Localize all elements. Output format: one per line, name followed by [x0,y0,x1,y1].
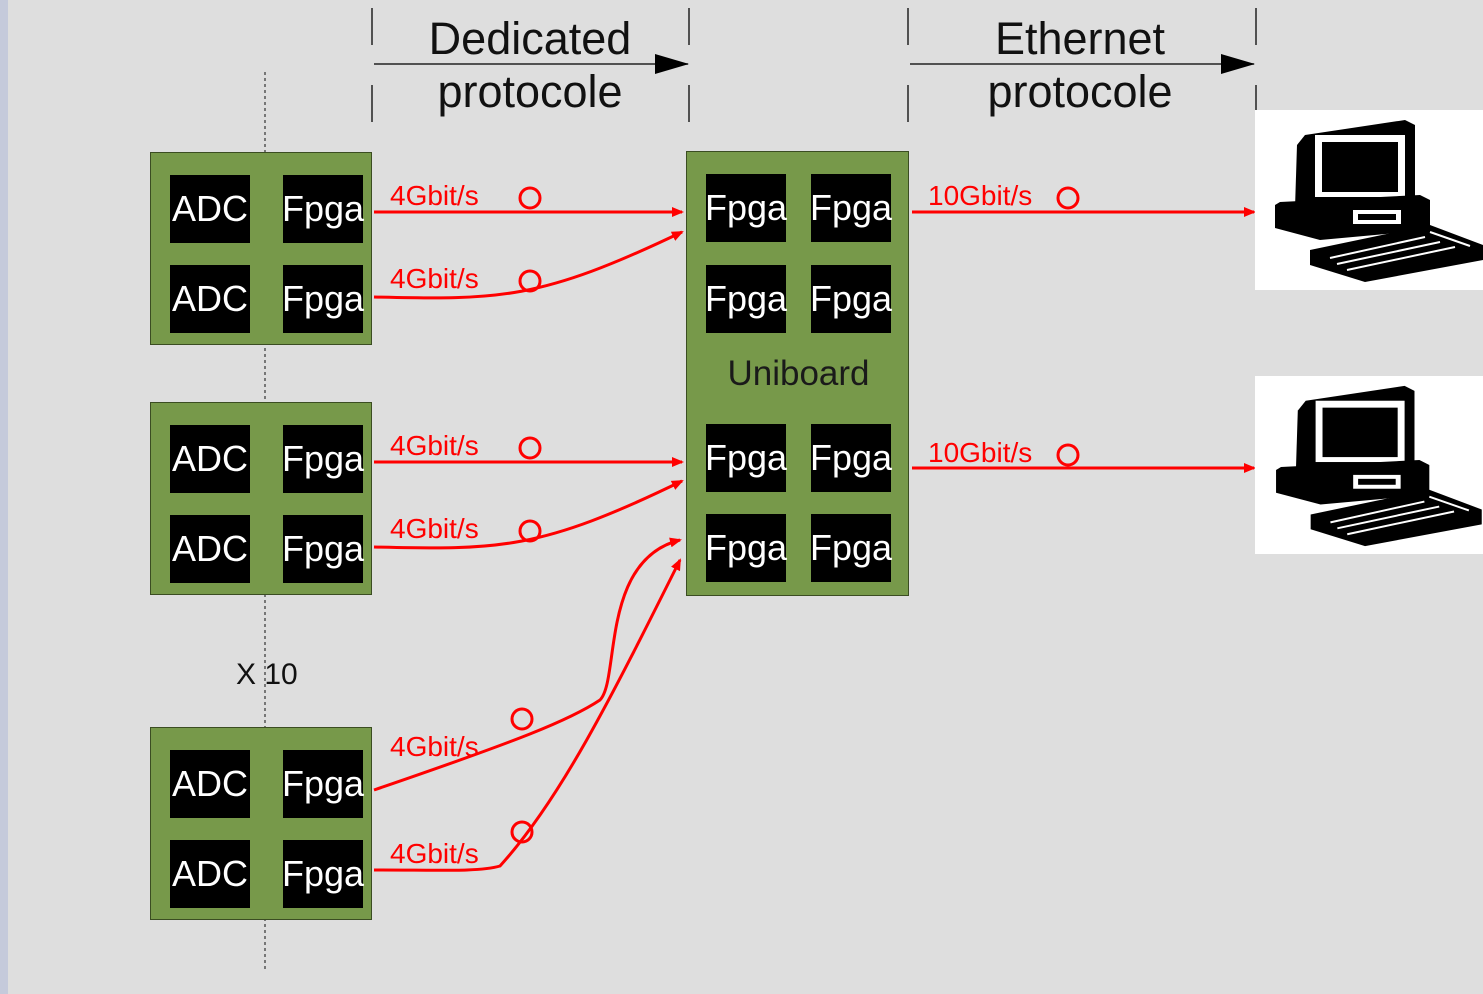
link-line [373,230,684,300]
link-marker [1056,186,1080,210]
slide-edge-strip [0,0,8,994]
link-marker [510,707,534,731]
link-marker [518,436,542,460]
link-rate-label: 4Gbit/s [390,838,479,869]
adc-chip: ADC [170,175,250,243]
ethernet-protocol-label: Ethernet protocole [950,12,1210,118]
adc-chip: ADC [170,265,250,333]
link-rate-label: 4Gbit/s [390,731,479,762]
link-line [373,537,682,792]
link-marker [518,519,542,543]
protocol-dividers [371,8,1257,122]
fpga-chip: Fpga [705,174,787,242]
link-line [373,479,684,550]
adc-chip: ADC [170,840,250,908]
fpga-chip: Fpga [282,265,364,333]
dedicated-protocol-label: Dedicated protocole [400,12,660,118]
link-line [373,558,682,872]
link-marker [518,269,542,293]
computer-drawing [1276,385,1482,547]
fpga-chip: Fpga [810,424,892,492]
multiplier-label: X 10 [236,658,298,691]
link-rate-label: 4Gbit/s [390,430,479,461]
protocol-label-line: Dedicated [428,13,632,64]
protocol-label-line: protocole [987,66,1173,117]
adc-chip: ADC [170,425,250,493]
fpga-chip: Fpga [810,514,892,582]
fpga-chip: Fpga [282,750,364,818]
fpga-chip: Fpga [810,265,892,333]
link-rate-label: 10Gbit/s [928,437,1033,468]
fpga-chip: Fpga [282,840,364,908]
uniboard: Fpga Fpga Fpga Fpga Uniboard Fpga Fpga F… [686,151,909,596]
link-markers [510,186,1080,844]
fpga-chip: Fpga [282,175,364,243]
adc-board: ADC Fpga ADC Fpga [150,152,372,345]
adc-chip: ADC [170,515,250,583]
adc-chip: ADC [170,750,250,818]
link-rate-label: 4Gbit/s [390,513,479,544]
link-rate-label: 4Gbit/s [390,180,479,211]
fpga-chip: Fpga [282,515,364,583]
computer-icon [1255,110,1483,290]
fpga-chip: Fpga [810,174,892,242]
uniboard-label: Uniboard [727,354,870,393]
link-rate-label: 4Gbit/s [390,263,479,294]
adc-board: ADC Fpga ADC Fpga [150,402,372,595]
fpga-chip: Fpga [705,514,787,582]
adc-board: ADC Fpga ADC Fpga [150,727,372,920]
protocol-label-line: Ethernet [994,13,1166,64]
link-marker [510,820,534,844]
link-rate-label: 10Gbit/s [928,180,1033,211]
fpga-chip: Fpga [705,265,787,333]
computer-drawing [1275,120,1483,282]
link-marker [1056,443,1080,467]
data-links [373,207,1256,872]
protocol-label-line: protocole [437,66,623,117]
computer-icon [1255,376,1483,554]
fpga-chip: Fpga [705,424,787,492]
fpga-chip: Fpga [282,425,364,493]
link-marker [518,186,542,210]
